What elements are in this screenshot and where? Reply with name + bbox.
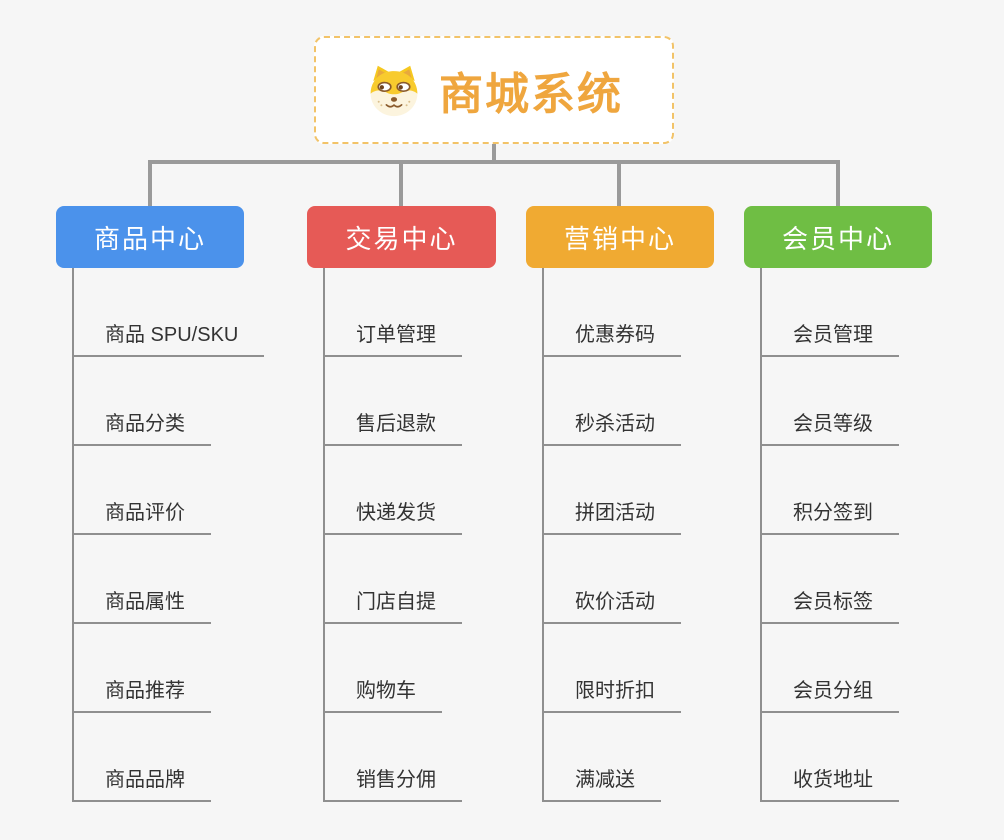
connector-drop-trade: [399, 160, 403, 208]
sub-topic-node[interactable]: 秒杀活动: [542, 412, 681, 446]
sub-topic-node[interactable]: 商品品牌: [72, 768, 211, 802]
branch-node-trade-center[interactable]: 交易中心: [307, 206, 496, 268]
sub-topic-node[interactable]: 砍价活动: [542, 590, 681, 624]
sub-topic-node[interactable]: 商品 SPU/SKU: [72, 323, 265, 357]
sub-topic-node[interactable]: 购物车: [323, 679, 442, 713]
sub-topic-node[interactable]: 满减送: [542, 768, 661, 802]
connector-drop-member: [836, 160, 840, 208]
shiba-dog-face-icon: [370, 65, 418, 117]
sub-topic-node[interactable]: 订单管理: [323, 323, 462, 357]
sub-topic-node[interactable]: 商品评价: [72, 501, 211, 535]
sub-topic-node[interactable]: 会员标签: [760, 590, 899, 624]
sub-topic-node[interactable]: 销售分佣: [323, 768, 462, 802]
branch-node-marketing-center[interactable]: 营销中心: [526, 206, 714, 268]
root-connector-stub: [492, 142, 496, 162]
branch-label: 营销中心: [563, 223, 676, 254]
branch-node-product-center[interactable]: 商品中心: [56, 206, 244, 268]
sub-topic-node[interactable]: 收货地址: [760, 768, 899, 802]
sub-topic-node[interactable]: 快递发货: [323, 501, 462, 535]
root-node[interactable]: 商城系统: [314, 36, 674, 144]
connector-drop-marketing: [617, 160, 621, 208]
branch-label: 商品中心: [93, 223, 206, 254]
root-title: 商城系统: [439, 70, 623, 119]
sub-topic-node[interactable]: 商品推荐: [72, 679, 211, 713]
branch-label: 会员中心: [781, 223, 894, 254]
branch-label: 交易中心: [345, 223, 458, 254]
connector-drop-product: [148, 160, 152, 208]
sub-topic-node[interactable]: 会员等级: [760, 412, 899, 446]
sub-topic-node[interactable]: 限时折扣: [542, 679, 681, 713]
sub-topic-node[interactable]: 会员分组: [760, 679, 899, 713]
sub-topic-node[interactable]: 会员管理: [760, 323, 899, 357]
sub-topic-node[interactable]: 商品属性: [72, 590, 211, 624]
sub-topic-node[interactable]: 商品分类: [72, 412, 211, 446]
connector-trunk: [148, 160, 840, 164]
sub-topic-node[interactable]: 拼团活动: [542, 501, 681, 535]
sub-topic-node[interactable]: 门店自提: [323, 590, 462, 624]
branch-node-member-center[interactable]: 会员中心: [744, 206, 932, 268]
sub-topic-node[interactable]: 优惠券码: [542, 323, 681, 357]
sub-topic-node[interactable]: 售后退款: [323, 412, 462, 446]
sub-topic-node[interactable]: 积分签到: [760, 501, 899, 535]
